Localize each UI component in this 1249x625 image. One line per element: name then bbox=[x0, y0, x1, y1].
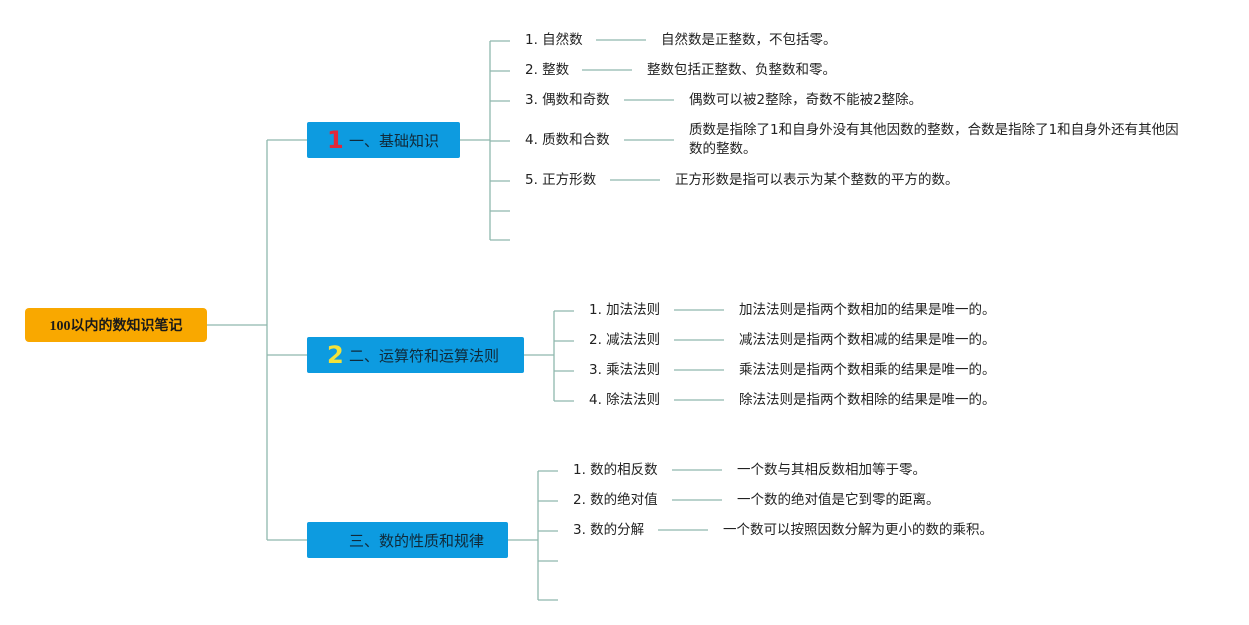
list-item[interactable]: 4. 质数和合数 bbox=[525, 132, 610, 148]
item-description: 加法法则是指两个数相加的结果是唯一的。 bbox=[739, 302, 996, 318]
branch-label: 二、运算符和运算法则 bbox=[349, 346, 500, 365]
list-item[interactable]: 1. 自然数 bbox=[525, 32, 583, 48]
branch-number-badge: 2 bbox=[327, 341, 344, 369]
item-description: 偶数可以被2整除，奇数不能被2整除。 bbox=[689, 92, 923, 108]
branch-node-properties[interactable]: 三、数的性质和规律 bbox=[307, 522, 508, 558]
item-description: 自然数是正整数，不包括零。 bbox=[661, 32, 837, 48]
list-item[interactable]: 3. 乘法法则 bbox=[589, 362, 661, 378]
root-label: 100以内的数知识笔记 bbox=[49, 319, 183, 334]
branch-node-basics[interactable]: 1 一、基础知识 bbox=[307, 122, 460, 158]
list-item[interactable]: 4. 除法法则 bbox=[589, 392, 661, 408]
list-item[interactable]: 1. 加法法则 bbox=[589, 302, 661, 318]
item-description: 一个数可以按照因数分解为更小的数的乘积。 bbox=[723, 522, 993, 538]
branch-label: 一、基础知识 bbox=[349, 131, 440, 150]
list-item[interactable]: 3. 偶数和奇数 bbox=[525, 92, 610, 108]
item-description: 整数包括正整数、负整数和零。 bbox=[647, 62, 836, 78]
list-item[interactable]: 1. 数的相反数 bbox=[573, 462, 658, 478]
list-item[interactable]: 3. 数的分解 bbox=[573, 522, 645, 538]
branch-node-operators[interactable]: 2 二、运算符和运算法则 bbox=[307, 337, 524, 373]
list-item[interactable]: 2. 整数 bbox=[525, 62, 570, 78]
list-item[interactable]: 5. 正方形数 bbox=[525, 172, 597, 188]
item-description: 正方形数是指可以表示为某个整数的平方的数。 bbox=[675, 172, 959, 188]
item-description: 一个数与其相反数相加等于零。 bbox=[737, 462, 926, 478]
list-item[interactable]: 2. 数的绝对值 bbox=[573, 492, 658, 508]
item-description: 减法法则是指两个数相减的结果是唯一的。 bbox=[739, 332, 996, 348]
list-item[interactable]: 2. 减法法则 bbox=[589, 332, 661, 348]
item-description: 乘法法则是指两个数相乘的结果是唯一的。 bbox=[739, 362, 996, 378]
item-description: 一个数的绝对值是它到零的距离。 bbox=[737, 492, 940, 508]
branch-label: 三、数的性质和规律 bbox=[349, 531, 485, 550]
root-node[interactable]: 100以内的数知识笔记 bbox=[25, 308, 207, 342]
item-description: 质数是指除了1和自身外没有其他因数的整数，合数是指除了1和自身外还有其他因数的整… bbox=[689, 122, 1179, 157]
branch-number-badge: 1 bbox=[327, 126, 344, 154]
item-description: 除法法则是指两个数相除的结果是唯一的。 bbox=[739, 392, 996, 408]
